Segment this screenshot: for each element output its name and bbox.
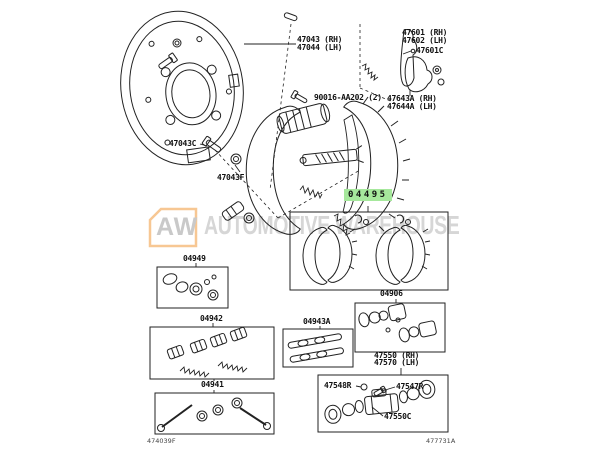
part-label-47043C[interactable]: 47043C xyxy=(169,139,197,148)
c-clip-icon xyxy=(396,214,405,224)
part-label-47550C[interactable]: 47550C xyxy=(384,412,412,421)
shoe-kit-box xyxy=(289,211,449,291)
cylinder-kit-box xyxy=(354,302,446,353)
part-label-04942[interactable]: 04942 xyxy=(200,314,223,323)
brake-shoe-assembly-drawing xyxy=(245,96,411,236)
clip-icon xyxy=(410,48,416,54)
label-leaders xyxy=(195,43,412,417)
return-spring-drawings xyxy=(299,63,379,236)
part-label-47043F[interactable]: 47043F xyxy=(217,173,245,182)
adjuster-strut-drawing xyxy=(299,145,364,167)
part-label-47550[interactable]: 47550 (RH) 47570 (LH) xyxy=(374,351,420,367)
parking-crank-drawing xyxy=(400,29,445,93)
spring-kit-box xyxy=(149,326,275,380)
mount-bolt-icon xyxy=(290,90,308,104)
highlight-badge: 04495 xyxy=(344,189,392,201)
part-label-47548R[interactable]: 47548R xyxy=(324,381,352,390)
bleeder-plug-icon xyxy=(373,385,387,397)
part-label-47643A[interactable]: 47643A (RH) 47644A (LH) xyxy=(387,94,437,111)
pin-icon xyxy=(283,12,298,22)
part-label-47547R[interactable]: 47547R xyxy=(396,382,424,391)
bleeder-cap-icon xyxy=(360,383,368,391)
adjuster-bolt-drawing xyxy=(221,201,255,224)
parking-lever-drawing xyxy=(342,114,360,214)
part-label-90016[interactable]: 90016-AA202 (2) xyxy=(314,93,382,102)
part-label-04949[interactable]: 04949 xyxy=(183,254,206,263)
figure-code-right: 477731A xyxy=(426,437,456,445)
part-label-47601C[interactable]: 47601C xyxy=(416,46,444,55)
shim-kit-box xyxy=(282,328,354,368)
part-label-47601[interactable]: 47601 (RH) 47602 (LH) xyxy=(402,28,448,45)
assembly-wheel-cylinder-drawing xyxy=(276,103,331,134)
plate-bolt-drawing xyxy=(201,135,242,165)
pin-kit-box xyxy=(154,392,275,435)
part-label-04941[interactable]: 04941 xyxy=(201,380,224,389)
part-label-47043[interactable]: 47043 (RH) 47044 (LH) xyxy=(297,35,343,52)
plate-hardware-drawing xyxy=(158,12,298,70)
wheel-cylinder-box xyxy=(317,374,449,433)
backing-plate-drawing xyxy=(120,10,244,166)
dashed-leaders xyxy=(214,23,396,219)
c-clip-icon xyxy=(354,214,363,224)
cup-kit-box xyxy=(156,266,229,309)
part-label-04943A[interactable]: 04943A xyxy=(303,317,331,326)
part-label-04906[interactable]: 04906 xyxy=(380,289,403,298)
watermark-badge: AW xyxy=(156,213,199,241)
part-label-04495-highlighted[interactable]: 04495 xyxy=(344,189,392,201)
figure-code-left: 474039F xyxy=(147,437,176,445)
